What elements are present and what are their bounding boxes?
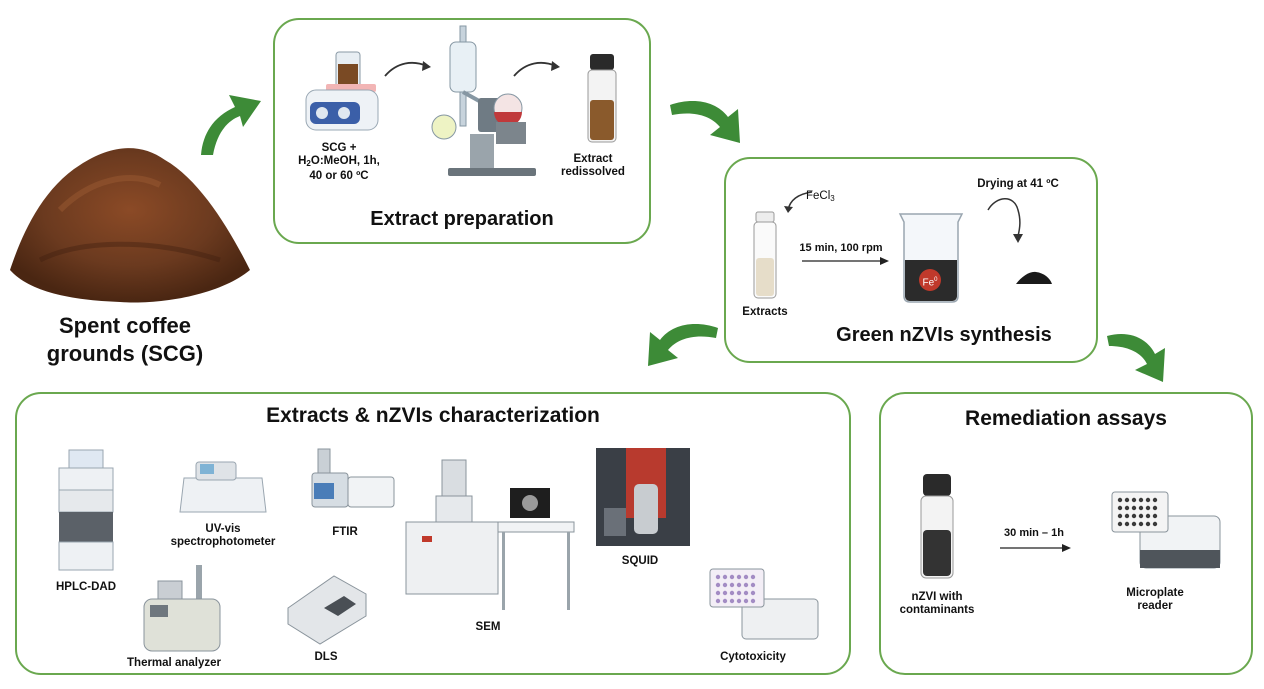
extracts-label: Extracts [742,306,788,318]
ftir-icon [311,448,395,508]
hplc-dad-label: HPLC-DAD [55,581,117,593]
arrow-to-remediation [1107,334,1165,382]
step-arrow-icon [384,61,431,77]
fecl3-label: FeCl3 [806,190,835,203]
dls-label: DLS [314,651,338,663]
arrow-to-characterization [648,324,718,366]
sem-icon [405,459,575,610]
uv-vis-label: UV-vis spectrophotometer [170,523,276,548]
remediation-title: Remediation assays [965,407,1167,430]
reagent-arrow-icon [784,191,813,213]
stirring-condition-label: 15 min, 100 rpm [799,242,883,254]
microplate-reader-label: Microplate reader [1126,587,1184,612]
extracts-vial-icon [753,211,777,299]
microplate-reader-icon [1111,491,1221,569]
coffee-label: Spent coffee grounds (SCG) [46,313,204,366]
cytotoxicity-label: Cytotoxicity [720,651,786,663]
thermal-analyzer-label: Thermal analyzer [127,657,221,669]
drying-arrow-icon [987,198,1023,243]
extract-redissolved-label: Extract redissolved [561,153,625,178]
fe0-label: Fe0 [922,277,938,289]
remediation-time-label: 30 min – 1h [1004,527,1064,539]
nzvi-contaminants-label: nZVI with contaminants [899,591,975,616]
uv-vis-icon [179,461,267,513]
extract-preparation-title: Extract preparation [370,208,554,230]
step-arrow-icon-2 [513,61,560,77]
heating-stirrer-icon [305,51,379,131]
rotary-evaporator-icon [431,25,536,176]
remediation-arrow-icon [1000,544,1071,552]
dls-icon [287,575,367,645]
sem-label: SEM [475,621,501,633]
squid-label: SQUID [621,555,659,567]
arrow-to-extract [201,95,261,155]
characterization-title: Extracts & nZVIs characterization [266,404,600,427]
drying-label: Drying at 41 ºC [977,178,1059,190]
reaction-arrow-icon [802,257,889,265]
beaker-icon [898,213,964,303]
squid-icon [596,448,690,546]
extract-conditions-label: SCG + H2O:MeOH, 1h, 40 or 60 ºC [298,142,380,182]
coffee-grounds-image [10,148,250,303]
cytotoxicity-icon [709,568,819,640]
hplc-dad-icon [58,449,114,571]
ftir-label: FTIR [332,526,358,538]
nzvi-powder-icon [1016,271,1052,284]
nzvi-vial-icon [920,474,954,579]
synthesis-title: Green nZVIs synthesis [836,324,1052,346]
thermal-analyzer-icon [143,565,221,652]
extract-vial-icon [587,54,617,143]
arrow-to-synthesis [670,101,740,143]
